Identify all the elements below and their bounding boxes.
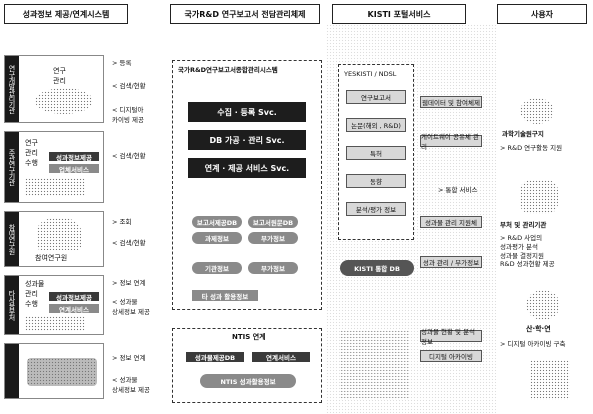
org2-db-icon: [25, 178, 85, 196]
db-report-original: 보고서원문DB: [248, 216, 298, 228]
db-other-results: 타 성과 활용정보: [192, 290, 258, 301]
org2-pill-2: 업체서비스: [49, 164, 99, 174]
researcher-icon: [37, 218, 81, 250]
arrow-info-link-1: > 정보 연계: [112, 279, 146, 287]
org-section-3: 참여연구원 참여연구원: [4, 211, 104, 267]
org-tab-3: 참여연구원: [5, 212, 19, 266]
user2-desc: > R&D 사업의 성과평가 분석 성과물 결정지원 R&D 성과현황 제공: [500, 234, 555, 269]
org-tab-4: 타사용부처: [5, 276, 19, 334]
header-users: 사용자: [497, 4, 587, 24]
arrow-search-1: < 검색/현황: [112, 82, 146, 90]
kisti-item-patents: 특허: [346, 146, 406, 160]
user3-desc: > 디지털 아카이빙 구축: [500, 340, 566, 348]
header-performance-systems: 성과정보 제공/연계시스템: [4, 4, 128, 24]
user3-icon: [526, 290, 560, 320]
arrow-detail-1: < 성과물 상세정보 제공: [112, 298, 150, 316]
arrow-register: > 등록: [112, 59, 132, 67]
db-project-info: 과제정보: [192, 232, 242, 244]
org-section-1: 연구개발관리기관 연구 관리: [4, 55, 104, 123]
org-section-5: [4, 343, 104, 399]
org3-label: 참여연구원: [35, 254, 68, 262]
db-report-provide: 보고서제공DB: [192, 216, 242, 228]
ntis-pill-2: 연계서비스: [252, 352, 310, 362]
kisti-item-analysis: 분석/평가 정보: [346, 202, 406, 216]
org1-db-icon: [35, 88, 93, 114]
kisti-db: KISTI 통합 DB: [340, 260, 414, 276]
user1-desc: > R&D 연구활동 지원: [500, 144, 563, 152]
org-section-2: 주관연구기관 연구 관리 수행 성과정보제공 업체서비스: [4, 131, 104, 203]
org-tab-2: 주관연구기관: [5, 132, 19, 202]
bar-db-processing: DB 가공 · 관리 Svc.: [188, 130, 306, 150]
arrow-search-2: < 검색/현황: [112, 152, 146, 160]
center-system-frame: [172, 60, 322, 310]
org4-pill-2: 연계서비스: [49, 304, 99, 314]
kisti-title: YESKISTI / NDSL: [344, 70, 397, 78]
arrow-detail-2: < 성과물 상세정보 제공: [112, 376, 150, 394]
org2-pill-1: 성과정보제공: [49, 152, 99, 162]
user3-name: 산·학·연: [526, 325, 551, 333]
user2-icon: [520, 180, 558, 214]
ntis-pill-1: 성과물제공DB: [186, 352, 244, 362]
db-org-info: 기관정보: [192, 262, 242, 274]
org2-label: 연구 관리 수행: [25, 139, 38, 167]
kisti-arrow-integrated: > 통합 서비스: [438, 186, 478, 194]
kisti-bar-extra: 성과 관리 / 부가정보: [420, 256, 482, 268]
org4-db-icon: [25, 316, 85, 331]
kisti-bar-analysis: 성과물 현황 및 분석정보: [420, 328, 482, 346]
arrow-inquiry: > 조회: [112, 218, 132, 226]
arrow-search-3: < 검색/현황: [112, 239, 146, 247]
org5-db-icon: [27, 358, 97, 386]
user1-icon: [520, 98, 554, 124]
ntis-title: NTIS 연계: [232, 333, 266, 341]
header-kisti-portal: KISTI 포털서비스: [332, 4, 466, 24]
db-extra-info-1: 부가정보: [248, 232, 298, 244]
db-extra-info-2: 부가정보: [248, 262, 298, 274]
kisti-item-reports: 연구보고서: [346, 90, 406, 104]
ntis-db: NTIS 성과활용정보: [200, 374, 296, 388]
header-report-management: 국가R&D 연구보고서 전담관리체제: [170, 4, 320, 24]
org-section-4: 타사용부처 성과물 관리 수행 성과정보제공 연계서비스: [4, 275, 104, 335]
org4-pill-1: 성과정보제공: [49, 292, 99, 302]
user3-building-icon: [530, 360, 570, 400]
org-tab-5: [5, 344, 19, 398]
center-title: 국가R&D연구보고서종합관리시스템: [178, 66, 278, 74]
kisti-bar-web: 웹데이터 및 참여체제: [420, 96, 482, 108]
bar-collect-register: 수집 · 등록 Svc.: [188, 102, 306, 122]
org4-label: 성과물 관리 수행: [25, 280, 45, 308]
kisti-bar-gateway: 게이트웨이 공유체 관리: [420, 133, 482, 151]
ntis-frame: [172, 328, 322, 403]
kisti-bar-archiving: 디지털 아카이빙: [420, 350, 482, 362]
kisti-item-trends: 동향: [346, 174, 406, 188]
user1-name: 과학기술원구지: [502, 130, 544, 138]
kisti-bar-results-mgmt: 성과물 관리 지원체: [420, 216, 482, 228]
org-tab-1: 연구개발관리기관: [5, 56, 19, 122]
kisti-building-icon: [340, 330, 410, 400]
bar-link-provide: 연계 · 제공 서비스 Svc.: [188, 158, 306, 178]
kisti-item-papers: 논문(해외 , R&D): [346, 118, 406, 132]
arrow-digital-archiving: < 디지털아 카이빙 제공: [112, 106, 144, 124]
arrow-info-link-2: > 정보 연계: [112, 354, 146, 362]
user2-name: 부처 및 관리기관: [500, 221, 547, 229]
org1-label: 연구 관리: [53, 67, 66, 85]
